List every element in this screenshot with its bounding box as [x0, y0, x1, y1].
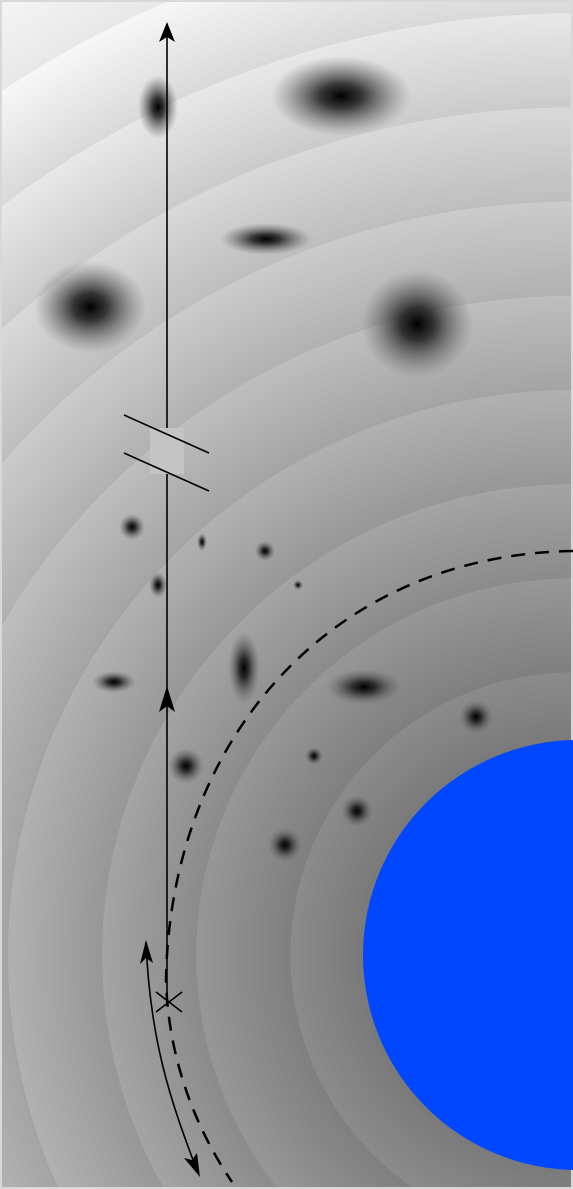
- particle-blob: [34, 261, 146, 353]
- particle-blob: [459, 700, 493, 734]
- particle-blob: [361, 270, 473, 378]
- particle-blob: [220, 223, 312, 255]
- particle-blob: [149, 572, 167, 598]
- particle-blob: [138, 75, 178, 139]
- particle-blob: [119, 514, 145, 540]
- particle-blob: [305, 747, 323, 765]
- particle-blob: [293, 580, 303, 590]
- particle-blob: [92, 671, 136, 693]
- particle-blob: [341, 795, 373, 827]
- particle-blob: [271, 56, 411, 136]
- particle-blob: [326, 669, 402, 705]
- particle-blob: [168, 748, 204, 784]
- particle-blob: [268, 828, 302, 862]
- particle-blob: [197, 533, 207, 551]
- particle-blob: [228, 632, 260, 704]
- particle-blob: [255, 541, 275, 561]
